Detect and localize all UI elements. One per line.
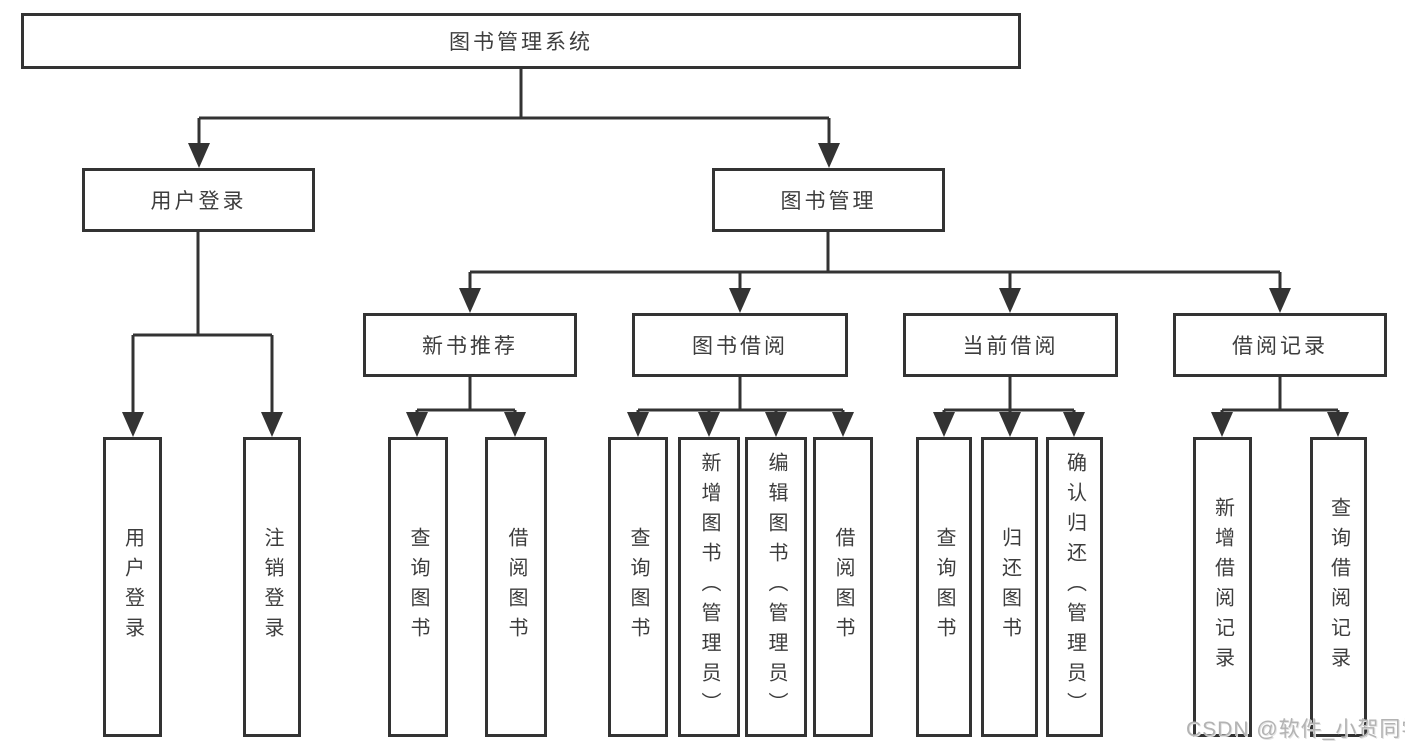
- node-label: 借阅图书: [832, 527, 854, 647]
- leaf-borrow-books-recommend: 借阅图书: [485, 437, 547, 737]
- node-label: 归还图书: [998, 527, 1021, 647]
- arrowhead-icons: [122, 143, 1349, 437]
- leaf-edit-books-admin: 编辑图书（管理员）: [745, 437, 807, 737]
- leaf-borrow-books: 借阅图书: [813, 437, 873, 737]
- leaf-query-books-borrowing: 查询图书: [608, 437, 668, 737]
- node-root-system: 图书管理系统: [21, 13, 1021, 69]
- node-label: 确认归还（管理员）: [1063, 452, 1086, 722]
- node-label: 借阅图书: [505, 527, 527, 647]
- node-label: 用户登录: [121, 527, 144, 647]
- leaf-query-borrow-record: 查询借阅记录: [1310, 437, 1367, 737]
- leaf-add-borrow-record: 新增借阅记录: [1193, 437, 1252, 737]
- node-label: 借阅记录: [1232, 335, 1328, 358]
- node-current-borrowing: 当前借阅: [903, 313, 1118, 377]
- node-label: 图书管理: [780, 190, 877, 213]
- node-label: 新增借阅记录: [1211, 497, 1234, 677]
- node-label: 编辑图书（管理员）: [765, 452, 787, 722]
- node-label: 图书借阅: [692, 335, 788, 358]
- leaf-query-books-current: 查询图书: [916, 437, 972, 737]
- node-label: 查询图书: [933, 527, 955, 647]
- node-label: 查询图书: [407, 527, 429, 647]
- leaf-add-books-admin: 新增图书（管理员）: [678, 437, 740, 737]
- leaf-logout: 注销登录: [243, 437, 301, 737]
- node-borrow-records: 借阅记录: [1173, 313, 1387, 377]
- node-label: 图书管理系统: [449, 31, 593, 54]
- node-label: 新书推荐: [422, 335, 518, 358]
- node-label: 用户登录: [150, 190, 247, 213]
- node-label: 新增图书（管理员）: [698, 452, 720, 722]
- leaf-confirm-return-admin: 确认归还（管理员）: [1046, 437, 1103, 737]
- node-label: 查询图书: [627, 527, 649, 647]
- leaf-user-login: 用户登录: [103, 437, 162, 737]
- leaf-return-books: 归还图书: [981, 437, 1038, 737]
- node-book-borrowing: 图书借阅: [632, 313, 848, 377]
- node-new-book-recommend: 新书推荐: [363, 313, 577, 377]
- node-user-login: 用户登录: [82, 168, 315, 232]
- leaf-query-books-recommend: 查询图书: [388, 437, 448, 737]
- node-label: 当前借阅: [962, 335, 1059, 358]
- node-label: 注销登录: [261, 527, 283, 647]
- csdn-watermark: CSDN @软件_小贺同学: [1186, 718, 1405, 741]
- node-label: 查询借阅记录: [1327, 497, 1350, 677]
- node-book-management: 图书管理: [712, 168, 945, 232]
